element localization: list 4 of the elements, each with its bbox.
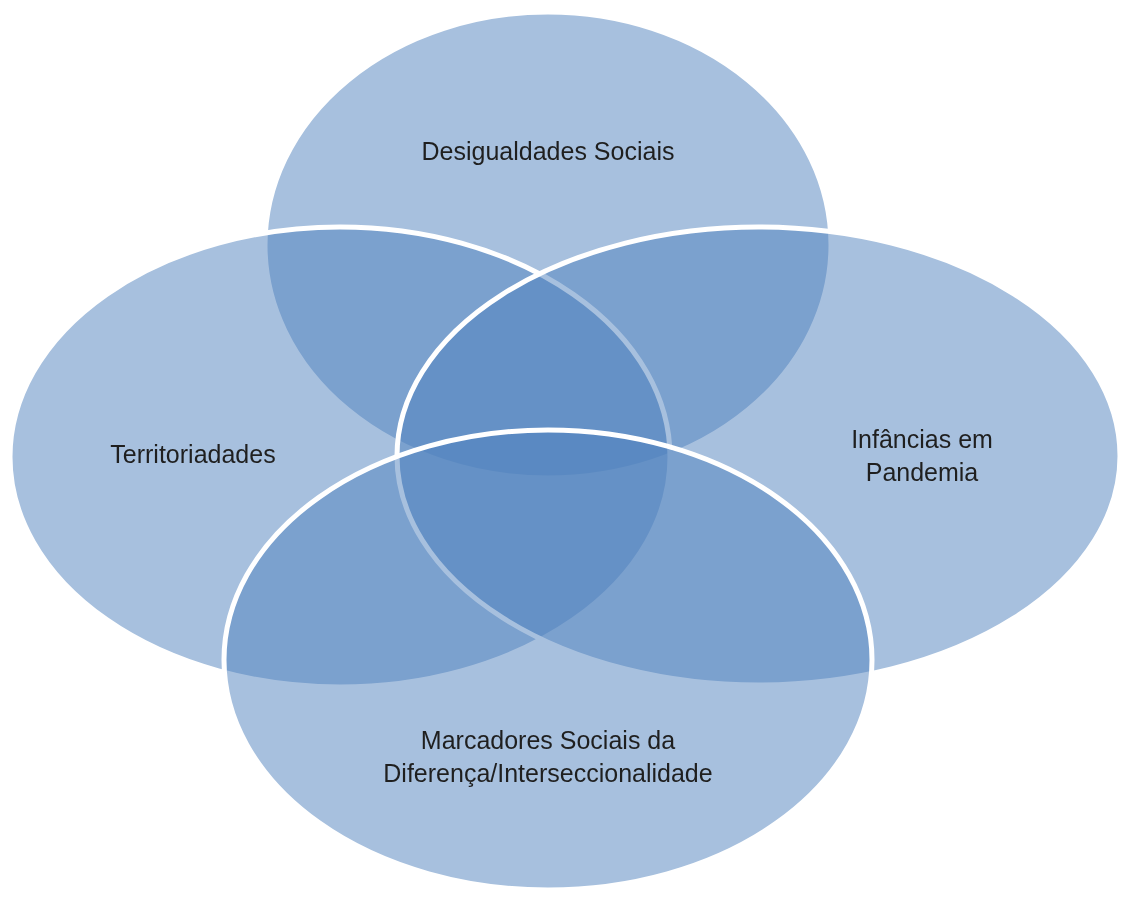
set-label: Territoriadades (109, 439, 277, 470)
set-label: Infâncias em Pandemia (850, 424, 994, 488)
set-label: Marcadores Sociais da Diferença/Interseccionalidade (382, 725, 714, 789)
set-label: Desigualdades Sociais (420, 136, 676, 167)
